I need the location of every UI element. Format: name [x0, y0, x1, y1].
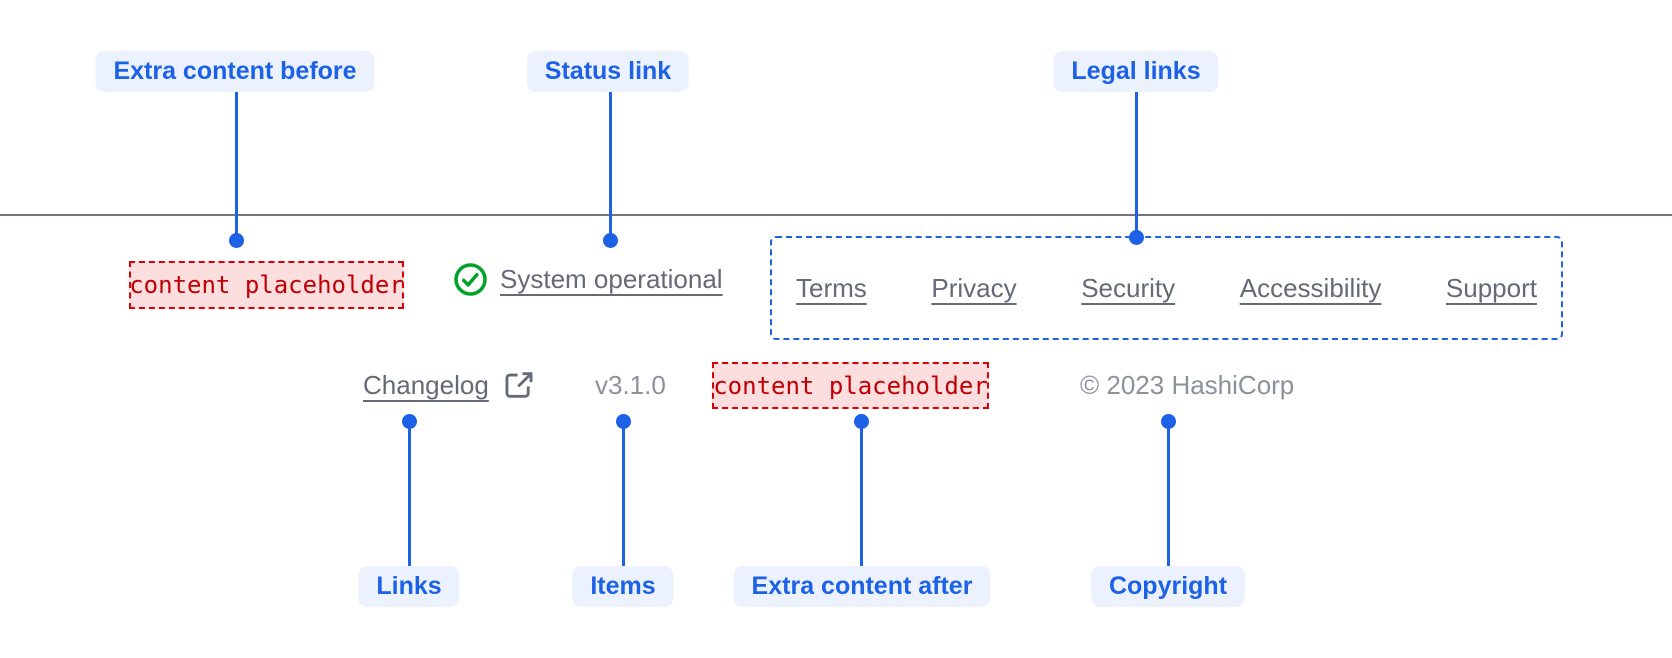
legal-link-accessibility[interactable]: Accessibility	[1239, 272, 1382, 303]
check-circle-icon	[454, 262, 487, 296]
annotation-label-legal-links: Legal links	[1053, 51, 1219, 92]
version-text: v3.1.0	[595, 370, 666, 400]
annotation-label-text: Status link	[544, 57, 672, 85]
annotation-label-copyright: Copyright	[1090, 566, 1246, 607]
annotation-dot	[602, 232, 618, 248]
annotation-label-links: Links	[358, 566, 460, 607]
extra-content-after-placeholder: content placeholder	[712, 362, 989, 409]
annotation-label-text: Legal links	[1071, 57, 1201, 85]
copyright-text: © 2023 HashiCorp	[1080, 370, 1295, 400]
annotation-label-text: Links	[376, 572, 442, 600]
annotation-dot	[1160, 413, 1176, 429]
changelog-link-label: Changelog	[363, 369, 489, 400]
placeholder-text: content placeholder	[129, 271, 404, 299]
annotation-label-text: Extra content after	[751, 572, 973, 600]
status-link[interactable]: System operational	[452, 258, 723, 300]
legal-link-support[interactable]: Support	[1445, 272, 1537, 303]
annotation-connector	[1134, 92, 1138, 232]
status-link-label: System operational	[500, 263, 723, 294]
annotation-dot	[615, 413, 631, 429]
annotation-label-extra-content-before: Extra content before	[95, 51, 375, 92]
annotation-connector	[407, 428, 411, 566]
annotation-connector	[859, 428, 863, 566]
annotation-dot	[228, 232, 244, 248]
annotation-label-text: Extra content before	[113, 57, 357, 85]
changelog-link[interactable]: Changelog	[363, 365, 536, 405]
placeholder-text: content placeholder	[713, 371, 988, 400]
annotation-label-text: Copyright	[1108, 572, 1228, 600]
annotation-connector	[621, 428, 625, 566]
annotation-connector	[234, 92, 238, 234]
annotation-label-items: Items	[572, 566, 674, 607]
legal-link-security[interactable]: Security	[1081, 272, 1176, 303]
external-link-icon	[505, 372, 533, 398]
annotation-label-text: Items	[590, 572, 656, 600]
extra-content-before-placeholder: content placeholder	[129, 261, 404, 309]
annotation-label-extra-content-after: Extra content after	[733, 566, 991, 607]
legal-link-privacy[interactable]: Privacy	[931, 272, 1017, 303]
legal-links-group: Terms Privacy Security Accessibility Sup…	[770, 236, 1563, 340]
legal-link-terms[interactable]: Terms	[796, 272, 867, 303]
annotation-connector	[608, 92, 612, 234]
footer-top-divider	[0, 214, 1672, 216]
annotation-dot	[401, 413, 417, 429]
annotation-connector	[1166, 428, 1170, 566]
annotation-label-status-link: Status link	[526, 51, 690, 92]
annotation-dot	[853, 413, 869, 429]
